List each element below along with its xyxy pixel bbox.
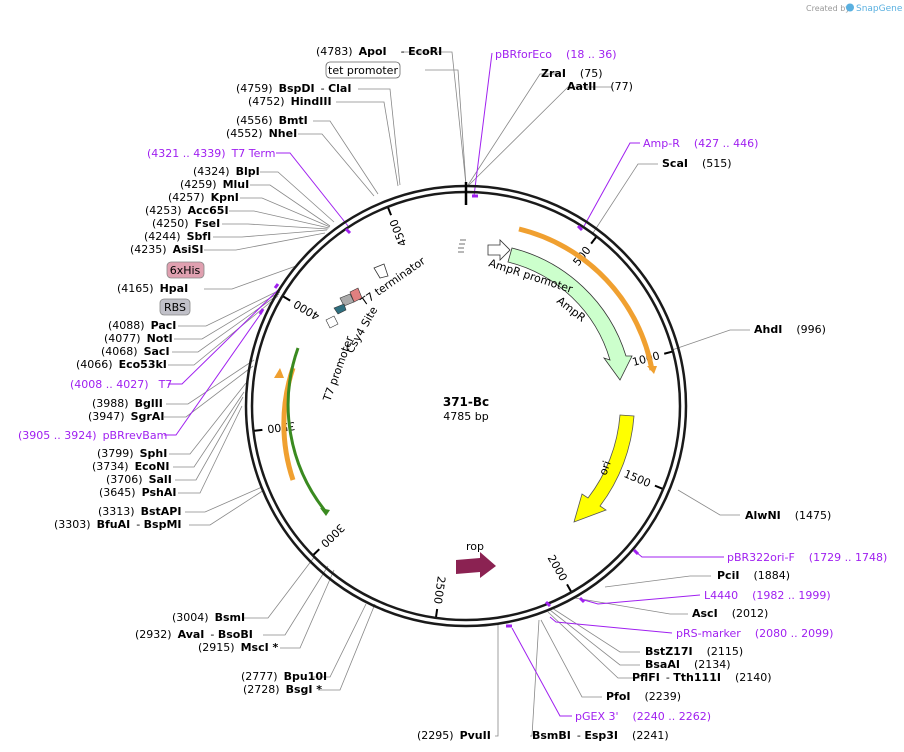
site-alwni[interactable]: AlwNI(1475) [745, 509, 831, 522]
primer-pbrforeco[interactable]: pBRforEco(18 .. 36) [495, 48, 617, 61]
t7-promoter-arc [286, 347, 328, 513]
site-saci[interactable]: (4068)SacI [101, 345, 170, 358]
site-bstz17i[interactable]: BstZ17I(2115) [645, 645, 743, 658]
site-scai[interactable]: ScaI(515) [662, 157, 732, 170]
site-bsaai[interactable]: BsaAI(2134) [645, 658, 731, 671]
ring-tick-label: 2500 [431, 575, 448, 605]
rbs-box [159, 298, 191, 316]
site-zrai[interactable]: ZraI(75) [541, 67, 603, 80]
primer-labels: pBRforEco(18 .. 36) Amp-R(427 .. 446) (4… [18, 48, 887, 723]
ring-tick [387, 207, 392, 216]
restriction-sites: (4783)ApoI- EcoRI ZraI(75) AatII(77) (47… [54, 45, 831, 742]
site-aatii[interactable]: AatII(77) [567, 80, 633, 93]
site-sgrai[interactable]: (3947)SgrAI [88, 410, 164, 423]
ampr-feature [507, 247, 633, 381]
primer-t7[interactable]: (4008 .. 4027)T7 [70, 378, 172, 391]
plasmid-name: 371-Bc [443, 395, 489, 409]
site-sali[interactable]: (3706)SalI [106, 473, 172, 486]
site-pshai[interactable]: (3645)PshAI [99, 486, 176, 499]
ampr-promoter-hatch-icon [458, 239, 466, 253]
ring-tick [663, 350, 673, 355]
tet-promoter-label: tet promoter [328, 64, 398, 77]
ring-tick-label: 1500 [622, 467, 653, 490]
ring-tick-label: 2000 [545, 553, 570, 584]
t7-terminator-label: T7 terminator [357, 254, 428, 309]
primer-pgex-3[interactable]: pGEX 3'(2240 .. 2262) [575, 710, 711, 723]
t7-promoter-label: T7 promoter [320, 334, 356, 404]
ring-tick-label: 4500 [387, 217, 409, 248]
ring-tick [654, 484, 663, 490]
ring-tick [590, 236, 597, 245]
ring-tick [254, 428, 263, 432]
his-tag-label: 6xHis [170, 264, 201, 277]
primer-amp-r[interactable]: Amp-R(427 .. 446) [643, 137, 758, 150]
his-tag-box [166, 261, 205, 279]
site-bsgi[interactable]: (2728)BsgI * [243, 683, 322, 696]
site-asci[interactable]: AscI(2012) [692, 607, 768, 620]
site-hpai[interactable]: (4165)HpaI [117, 282, 188, 295]
ring-tick-label: 3000 [318, 521, 347, 550]
site-fsei[interactable]: (4250)FseI [152, 217, 220, 230]
site-econi[interactable]: (3734)EcoNI [92, 460, 169, 473]
site-kpni[interactable]: (4257)KpnI [168, 191, 239, 204]
rop-feature [456, 552, 496, 578]
site-leader-lines [164, 51, 750, 737]
site-asisi[interactable]: (4235)AsiSI [130, 243, 203, 256]
t7-promoter-small-arrow [325, 315, 339, 329]
rop-label: rop [466, 540, 484, 553]
site-pvuii[interactable]: (2295)PvuII [417, 729, 491, 742]
site-blpi[interactable]: (4324)BlpI [193, 165, 260, 178]
rbs-mark [339, 293, 355, 307]
site-bfuai[interactable]: (3303)BfuAI- BspMI [54, 518, 182, 531]
ring-tick [312, 548, 320, 556]
site-pflfi[interactable]: PflFI- Tth111I(2140) [632, 671, 772, 684]
site-msci[interactable]: (2915)MscI * [198, 641, 279, 654]
primer-t7-term[interactable]: (4321 .. 4339)T7 Term [147, 147, 275, 160]
site-bsmbi[interactable]: BsmBI- Esp3I(2241) [532, 729, 669, 742]
site-sbfi[interactable]: (4244)SbfI [144, 230, 211, 243]
plasmid-length: 4785 bp [443, 410, 488, 423]
ampr-promoter-arrow [487, 239, 511, 261]
site-nhei[interactable]: (4552)NheI [226, 127, 297, 140]
site-noti[interactable]: (4077)NotI [104, 332, 173, 345]
site-mlui[interactable]: (4259)MluI [180, 178, 249, 191]
primer-pbrrevbam[interactable]: (3905 .. 3924)pBRrevBam [18, 429, 167, 442]
site-bsmi[interactable]: (3004)BsmI [172, 611, 245, 624]
site-bstapi[interactable]: (3313)BstAPI [98, 505, 181, 518]
site-ahdi[interactable]: AhdI(996) [754, 323, 826, 336]
site-bpu10i[interactable]: (2777)Bpu10I [241, 670, 327, 683]
primer-leader-lines [164, 52, 724, 717]
primer-pbr322ori-f[interactable]: pBR322ori-F(1729 .. 1748) [727, 551, 887, 564]
site-hindiii[interactable]: (4752)HindIII [248, 95, 332, 108]
ring-tick [435, 608, 439, 618]
watermark-created-by: Created by [806, 4, 850, 13]
watermark-brand: SnapGene [856, 4, 903, 14]
ring-tick [566, 583, 572, 592]
site-paci[interactable]: (4088)PacI [108, 319, 176, 332]
site-acc65i[interactable]: (4253)Acc65I [145, 204, 229, 217]
primer-prs-marker[interactable]: pRS-marker(2080 .. 2099) [676, 627, 833, 640]
rbs-label: RBS [164, 301, 186, 314]
site-pfoi[interactable]: PfoI(2239) [606, 690, 681, 703]
t7-terminator-arrow [373, 263, 389, 279]
ori-feature [573, 414, 635, 523]
site-eco53ki[interactable]: (4066)Eco53kI [76, 358, 167, 371]
ori-label: ori [597, 459, 614, 477]
csy4-mark [333, 303, 347, 315]
site-bspdi[interactable]: (4759)BspDI- ClaI [236, 82, 351, 95]
amp-r-primer-arc [518, 226, 655, 371]
ring-tick [282, 295, 291, 302]
primer-l4440[interactable]: L4440(1982 .. 1999) [704, 589, 831, 602]
tet-promoter-box [325, 61, 401, 79]
site-avai[interactable]: (2932)AvaI- BsoBI [135, 628, 253, 641]
ring-tick-label: 4000 [291, 297, 322, 323]
snapgene-logo-icon [846, 3, 854, 12]
site-sphi[interactable]: (3799)SphI [97, 447, 167, 460]
primer-marks [258, 194, 640, 628]
site-bglii[interactable]: (3988)BglII [92, 397, 163, 410]
site-pcii[interactable]: PciI(1884) [717, 569, 790, 582]
site-bmti[interactable]: (4556)BmtI [236, 114, 308, 127]
site-apoi[interactable]: (4783)ApoI- EcoRI [316, 45, 442, 58]
